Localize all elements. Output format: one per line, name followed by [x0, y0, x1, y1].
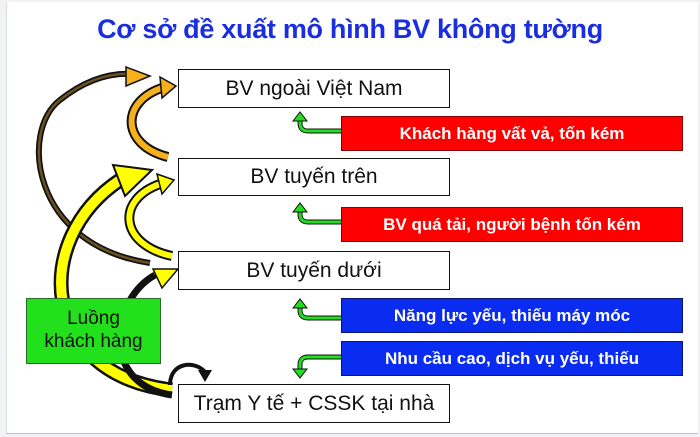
arc-arrow-dark-to-top — [35, 65, 153, 266]
cause-label: Khách hàng vất vả, tốn kém — [399, 123, 625, 143]
level-box-upper-hospital: BV tuyến trên — [178, 158, 450, 196]
green-arrow-cause-3 — [291, 298, 342, 321]
level-box-foreign-hospital: BV ngoài Việt Nam — [178, 69, 450, 108]
arc-arrow-yellow-small — [124, 172, 176, 261]
flow-label-line1: Luồng — [67, 308, 120, 330]
cause-box-4: Nhu cầu cao, dịch vụ yếu, thiếu — [341, 341, 683, 376]
page-title: Cơ sở đề xuất mô hình BV không tường — [97, 14, 603, 44]
flow-label-line2: khách hàng — [44, 331, 143, 352]
cause-box-3: Năng lực yếu, thiếu máy móc — [341, 298, 683, 333]
cause-label: Năng lực yếu, thiếu máy móc — [393, 305, 631, 325]
customer-flow-box: Luồng khách hàng — [26, 298, 161, 364]
green-arrow-cause-1 — [291, 111, 342, 134]
green-arrow-cause-4 — [291, 354, 342, 379]
level-label: BV ngoài Việt Nam — [225, 76, 403, 100]
self-loop-arrow — [168, 362, 212, 386]
green-arrow-cause-2 — [291, 202, 342, 225]
level-label: BV tuyến dưới — [246, 258, 382, 282]
cause-box-1: Khách hàng vất vả, tốn kém — [341, 116, 683, 151]
cause-label: BV quá tải, người bệnh tốn kém — [383, 214, 641, 234]
cause-label: Nhu cầu cao, dịch vụ yếu, thiếu — [384, 348, 640, 368]
level-box-lower-hospital: BV tuyến dưới — [178, 251, 450, 290]
arc-arrow-orange — [126, 75, 178, 162]
level-label: BV tuyến trên — [250, 165, 378, 188]
level-label: Trạm Y tế + CSSK tại nhà — [193, 391, 435, 415]
cause-box-2: BV quá tải, người bệnh tốn kém — [341, 207, 683, 242]
level-box-health-station: Trạm Y tế + CSSK tại nhà — [178, 384, 450, 423]
